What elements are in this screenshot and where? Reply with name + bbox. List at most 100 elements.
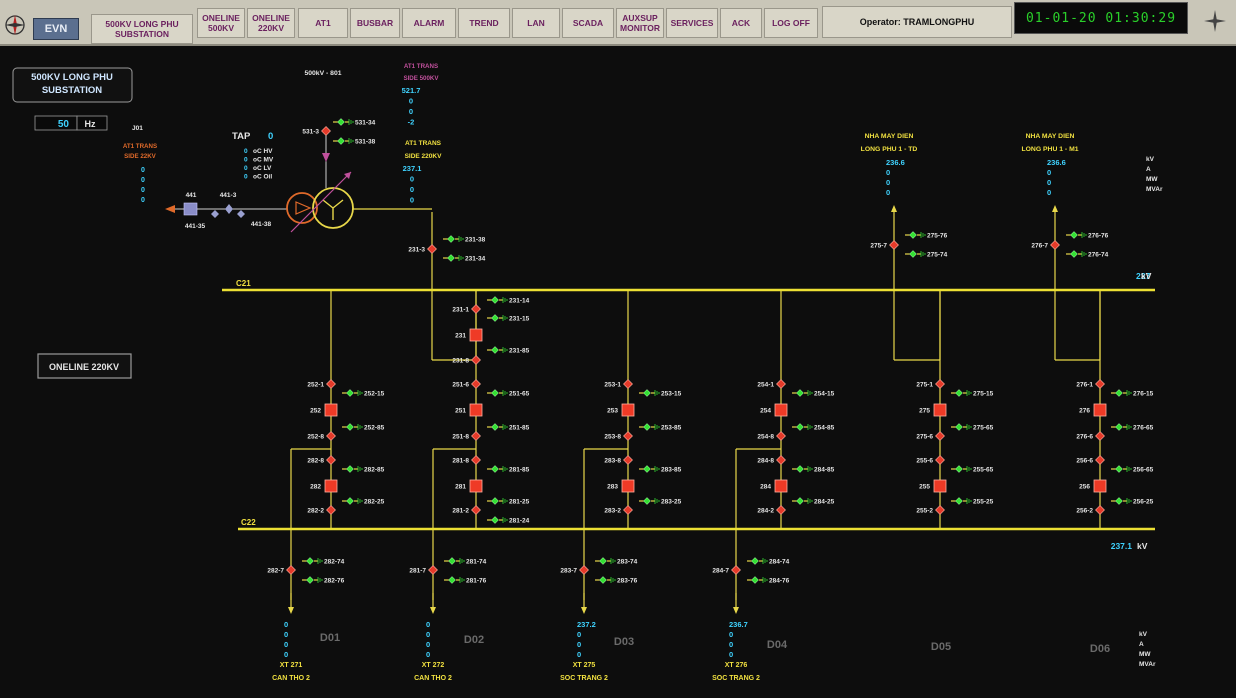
ground-switch-282-25[interactable] <box>346 497 354 505</box>
ground-switch-276-74[interactable] <box>1070 250 1078 258</box>
breaker-275[interactable] <box>933 403 947 417</box>
disconnector-283-7[interactable] <box>579 565 589 575</box>
breaker-256[interactable] <box>1093 479 1107 493</box>
ground-switch-275-76[interactable] <box>909 231 917 239</box>
disconnector-252-8[interactable] <box>326 431 336 441</box>
disconnector-284-7[interactable] <box>731 565 741 575</box>
ground-switch-276-65[interactable] <box>1115 423 1123 431</box>
breaker-441[interactable] <box>183 202 198 216</box>
ground-switch-275-15[interactable] <box>955 389 963 397</box>
ground-switch-253-15[interactable] <box>643 389 651 397</box>
nav-button-oneline-500kv[interactable]: ONELINE 500KV <box>197 8 245 38</box>
transformer-winding-lv-icon[interactable] <box>286 192 318 224</box>
breaker-255[interactable] <box>933 479 947 493</box>
nav-button-busbar[interactable]: BUSBAR <box>350 8 400 38</box>
ground-switch-276-76[interactable] <box>1070 231 1078 239</box>
ground-switch-531-38[interactable] <box>337 137 345 145</box>
ground-switch-284-76[interactable] <box>751 576 759 584</box>
ground-switch-275-74[interactable] <box>909 250 917 258</box>
ground-switch-283-85[interactable] <box>643 465 651 473</box>
ground-switch-531-34[interactable] <box>337 118 345 126</box>
nav-button-lan[interactable]: LAN <box>512 8 560 38</box>
breaker-231[interactable] <box>469 328 483 342</box>
breaker-276[interactable] <box>1093 403 1107 417</box>
disconnector-531-3[interactable] <box>321 126 331 136</box>
disconnector-255-2[interactable] <box>935 505 945 515</box>
disconnector-231-3[interactable] <box>427 244 437 254</box>
disconnector-281-2[interactable] <box>471 505 481 515</box>
disconnector-276-1[interactable] <box>1095 379 1105 389</box>
disconnector-256-6[interactable] <box>1095 455 1105 465</box>
ground-switch-441-35[interactable] <box>211 210 219 218</box>
ground-switch-282-85[interactable] <box>346 465 354 473</box>
ground-switch-256-25[interactable] <box>1115 497 1123 505</box>
nav-button-services[interactable]: SERVICES <box>666 8 718 38</box>
disconnector-282-2[interactable] <box>326 505 336 515</box>
disconnector-252-1[interactable] <box>326 379 336 389</box>
nav-button-at1[interactable]: AT1 <box>298 8 348 38</box>
ground-switch-252-15[interactable] <box>346 389 354 397</box>
disconnector-281-8[interactable] <box>471 455 481 465</box>
disconnector-276-7[interactable] <box>1050 240 1060 250</box>
nav-button-log-off[interactable]: LOG OFF <box>764 8 818 38</box>
ground-switch-281-85[interactable] <box>491 465 499 473</box>
disconnector-276-6[interactable] <box>1095 431 1105 441</box>
disconnector-275-1[interactable] <box>935 379 945 389</box>
ground-switch-231-15[interactable] <box>491 314 499 322</box>
ground-switch-281-76[interactable] <box>448 576 456 584</box>
disconnector-251-6[interactable] <box>471 379 481 389</box>
disconnector-275-6[interactable] <box>935 431 945 441</box>
disconnector-256-2[interactable] <box>1095 505 1105 515</box>
disconnector-283-8[interactable] <box>623 455 633 465</box>
nav-button-alarm[interactable]: ALARM <box>402 8 456 38</box>
breaker-283[interactable] <box>621 479 635 493</box>
breaker-284[interactable] <box>774 479 788 493</box>
disconnector-284-8[interactable] <box>776 455 786 465</box>
ground-switch-231-38[interactable] <box>447 235 455 243</box>
ground-switch-252-85[interactable] <box>346 423 354 431</box>
ground-switch-276-15[interactable] <box>1115 389 1123 397</box>
disconnector-231-8[interactable] <box>471 355 481 365</box>
nav-button-substation[interactable]: 500KV LONG PHU SUBSTATION <box>91 14 193 44</box>
ground-switch-253-85[interactable] <box>643 423 651 431</box>
disconnector-253-1[interactable] <box>623 379 633 389</box>
ground-switch-255-65[interactable] <box>955 465 963 473</box>
disconnector-254-1[interactable] <box>776 379 786 389</box>
disconnector-231-1[interactable] <box>471 304 481 314</box>
disconnector-284-2[interactable] <box>776 505 786 515</box>
ground-switch-281-25[interactable] <box>491 497 499 505</box>
ground-switch-283-76[interactable] <box>599 576 607 584</box>
disconnector-283-2[interactable] <box>623 505 633 515</box>
breaker-282[interactable] <box>324 479 338 493</box>
nav-button-oneline-220kv[interactable]: ONELINE 220KV <box>247 8 295 38</box>
ground-switch-251-65[interactable] <box>491 389 499 397</box>
nav-button-ack[interactable]: ACK <box>720 8 762 38</box>
ground-switch-284-85[interactable] <box>796 465 804 473</box>
ground-switch-231-85[interactable] <box>491 346 499 354</box>
ground-switch-231-14[interactable] <box>491 296 499 304</box>
breaker-253[interactable] <box>621 403 635 417</box>
ground-switch-251-85[interactable] <box>491 423 499 431</box>
ground-switch-284-25[interactable] <box>796 497 804 505</box>
ground-switch-254-15[interactable] <box>796 389 804 397</box>
disconnector-275-7[interactable] <box>889 240 899 250</box>
breaker-281[interactable] <box>469 479 483 493</box>
transformer-winding-hv-icon[interactable] <box>312 187 354 229</box>
nav-button-trend[interactable]: TREND <box>458 8 510 38</box>
nav-button-auxsup-monitor[interactable]: AUXSUP MONITOR <box>616 8 664 38</box>
ground-switch-254-85[interactable] <box>796 423 804 431</box>
ground-switch-284-74[interactable] <box>751 557 759 565</box>
nav-button-scada[interactable]: SCADA <box>562 8 614 38</box>
ground-switch-275-65[interactable] <box>955 423 963 431</box>
ground-switch-255-25[interactable] <box>955 497 963 505</box>
breaker-251[interactable] <box>469 403 483 417</box>
ground-switch-256-65[interactable] <box>1115 465 1123 473</box>
ground-switch-441-38[interactable] <box>237 210 245 218</box>
ground-switch-281-74[interactable] <box>448 557 456 565</box>
oneline-220kv-button[interactable] <box>37 353 132 379</box>
disconnector-441-3[interactable] <box>225 204 233 214</box>
disconnector-281-7[interactable] <box>428 565 438 575</box>
ground-switch-282-74[interactable] <box>306 557 314 565</box>
disconnector-251-8[interactable] <box>471 431 481 441</box>
ground-switch-281-24[interactable] <box>491 516 499 524</box>
